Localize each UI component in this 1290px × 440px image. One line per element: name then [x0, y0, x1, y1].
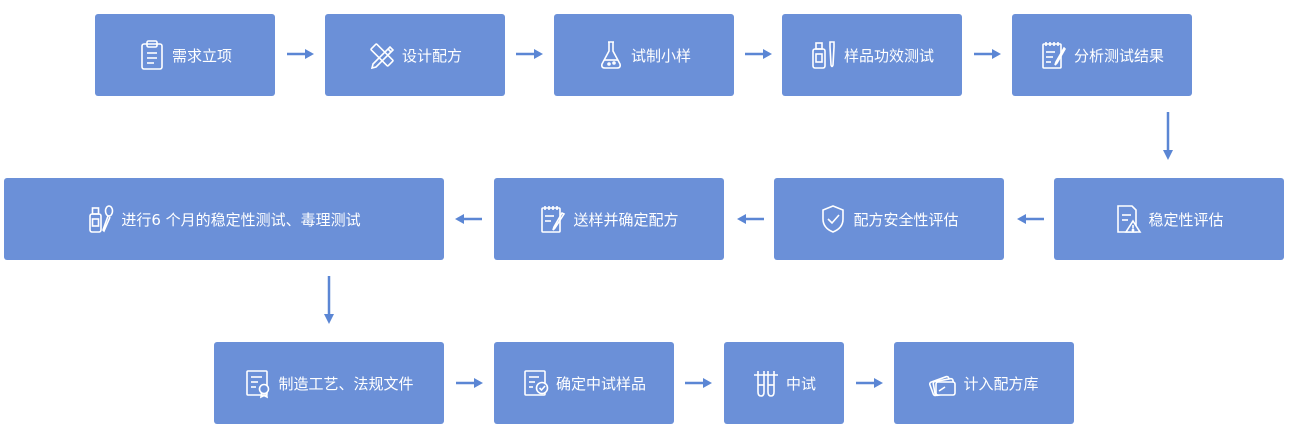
step-design-formula: 设计配方 [325, 14, 505, 96]
step-stability-toxicology-test: 进行6 个月的稳定性测试、毒理测试 [4, 178, 444, 260]
step-label: 中试 [785, 374, 816, 393]
flow-arrow-right [856, 377, 884, 389]
flow-arrow-right [287, 48, 315, 60]
document-warning-icon [1114, 203, 1142, 235]
step-send-sample-confirm: 送样并确定配方 [494, 178, 724, 260]
step-efficacy-test: 样品功效测试 [782, 14, 962, 96]
step-label: 送样并确定配方 [573, 210, 679, 229]
step-manufacturing-regulatory: 制造工艺、法规文件 [214, 342, 444, 424]
flow-arrow-left [454, 213, 482, 225]
flask-icon [597, 39, 625, 71]
certificate-icon [244, 367, 272, 399]
ruler-pencil-icon [368, 39, 396, 71]
step-stability-assessment: 稳定性评估 [1054, 178, 1284, 260]
notepad-edit-icon [539, 203, 567, 235]
flow-arrow-down [323, 276, 335, 326]
flow-arrow-right [685, 377, 713, 389]
bottles-icon [810, 39, 838, 71]
step-label: 计入配方库 [963, 374, 1039, 393]
step-label: 配方安全性评估 [853, 210, 959, 229]
step-requirement-initiation: 需求立项 [95, 14, 275, 96]
step-label: 稳定性评估 [1148, 210, 1224, 229]
flow-arrow-left [736, 213, 764, 225]
cards-stack-icon [929, 367, 957, 399]
step-safety-assessment: 配方安全性评估 [774, 178, 1004, 260]
step-label: 样品功效测试 [843, 46, 934, 65]
step-trial-sample: 试制小样 [554, 14, 734, 96]
bottle-dropper-icon [87, 203, 115, 235]
step-label: 确定中试样品 [555, 374, 646, 393]
flow-arrow-left [1016, 213, 1044, 225]
step-label: 设计配方 [401, 46, 462, 65]
notepad-pen-icon [1040, 39, 1068, 71]
step-label: 分析测试结果 [1073, 46, 1164, 65]
step-label: 制造工艺、法规文件 [278, 374, 414, 393]
test-tubes-icon [752, 367, 780, 399]
shield-check-icon [819, 203, 847, 235]
step-label: 试制小样 [630, 46, 691, 65]
flow-arrow-right [456, 377, 484, 389]
step-analyze-results: 分析测试结果 [1012, 14, 1192, 96]
flow-arrow-right [516, 48, 544, 60]
document-check-icon [522, 367, 550, 399]
step-label: 需求立项 [171, 46, 232, 65]
flow-arrow-right [745, 48, 773, 60]
step-confirm-pilot-sample: 确定中试样品 [494, 342, 674, 424]
flow-arrow-right [974, 48, 1002, 60]
step-pilot-test: 中试 [724, 342, 844, 424]
flow-arrow-down [1162, 112, 1174, 162]
step-label: 进行6 个月的稳定性测试、毒理测试 [121, 210, 361, 229]
clipboard-icon [138, 39, 166, 71]
step-add-to-formula-library: 计入配方库 [894, 342, 1074, 424]
